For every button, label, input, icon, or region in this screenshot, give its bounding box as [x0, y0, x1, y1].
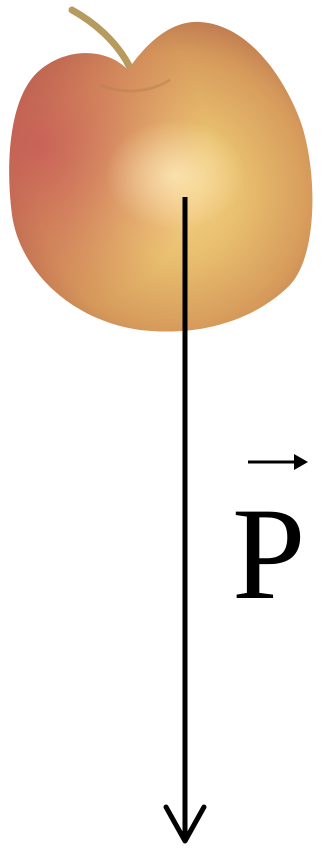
force-symbol-label: P	[232, 488, 305, 620]
apple-highlight	[105, 120, 245, 230]
vector-notation-arrow	[248, 454, 308, 470]
apple-icon	[9, 10, 312, 332]
